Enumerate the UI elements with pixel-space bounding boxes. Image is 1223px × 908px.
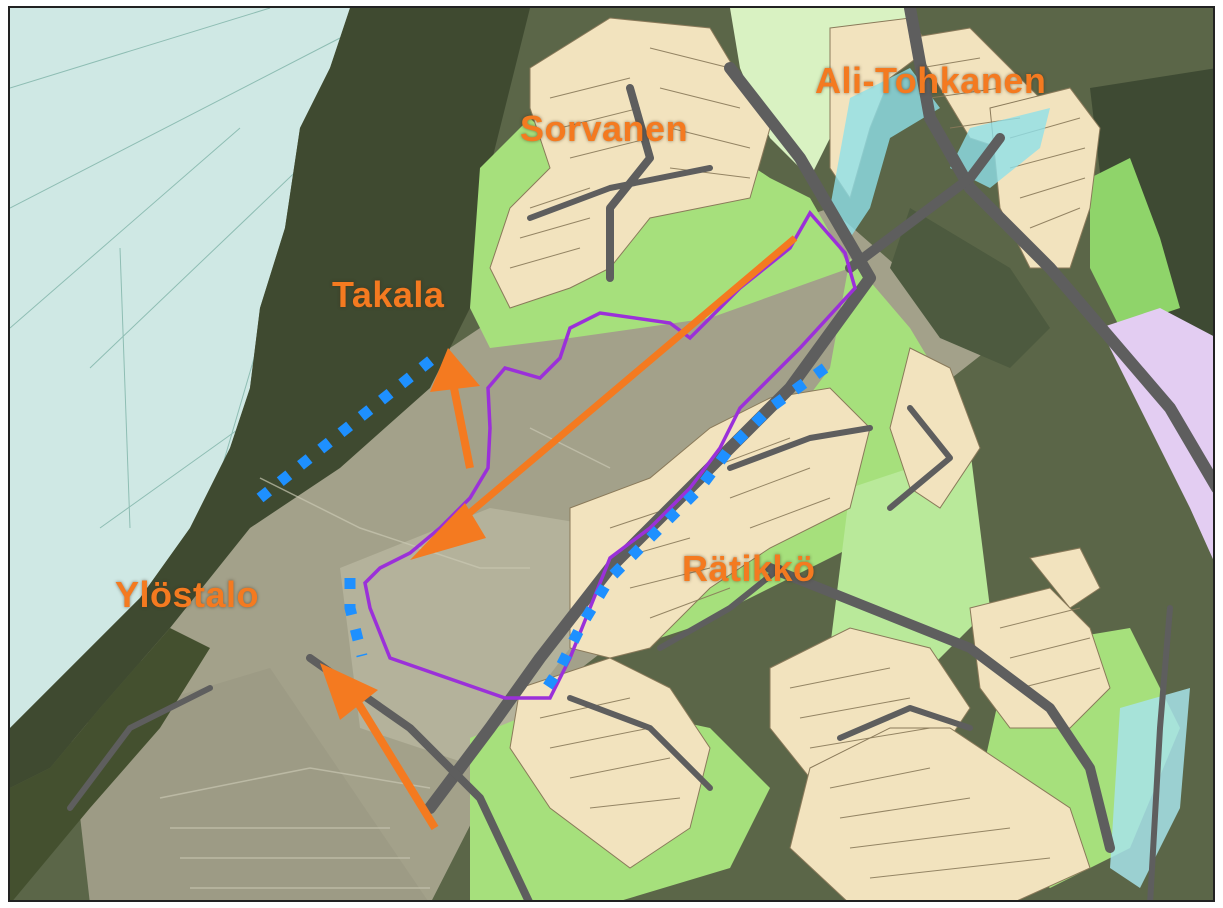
dotted-lines	[256, 348, 829, 702]
green-area	[1090, 158, 1180, 328]
green-area	[830, 448, 990, 688]
forest	[10, 8, 530, 788]
field-tracks	[159, 427, 611, 889]
industrial-area	[1100, 308, 1213, 560]
place-label-ylostalo: Ylöstalo	[115, 574, 260, 615]
arrow-icon	[430, 348, 480, 469]
place-label-takala: Takala	[332, 274, 445, 315]
place-label-ratikko: Rätikkö	[682, 548, 816, 589]
canal	[1110, 688, 1190, 888]
field-area	[340, 508, 610, 768]
planning-boundary	[363, 209, 857, 700]
map-canvas	[10, 8, 1213, 900]
map-frame: Ali-Tohkanen Sorvanen Takala Ylöstalo Rä…	[8, 6, 1215, 902]
arrow-icon	[410, 235, 798, 560]
place-label-ali-tohkanen: Ali-Tohkanen	[815, 60, 1047, 101]
forest	[890, 208, 1050, 368]
canal	[830, 68, 940, 238]
lake	[10, 8, 350, 728]
place-label-sorvanen: Sorvanen	[520, 108, 689, 149]
arrow-icon	[320, 663, 439, 831]
residential-plots	[489, 17, 1111, 900]
forest	[10, 628, 210, 900]
lake-grid-lines	[10, 8, 341, 529]
